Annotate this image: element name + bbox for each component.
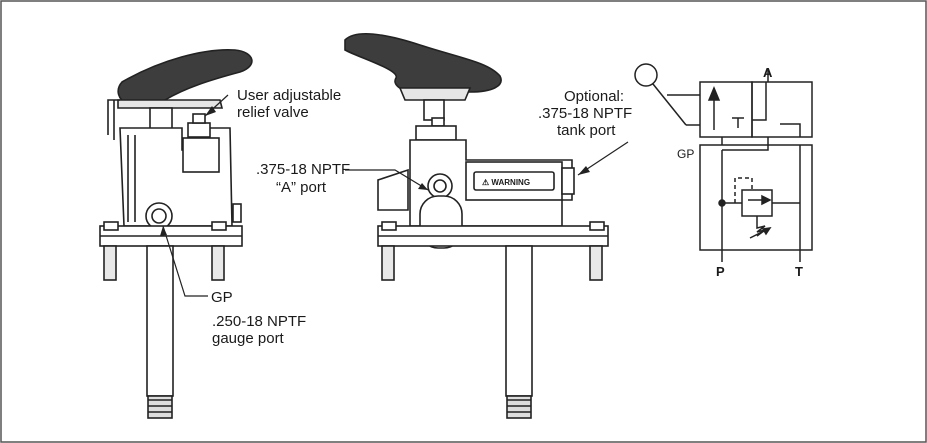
gauge-port-label-line2: gauge port (212, 330, 285, 347)
tank-port-label-line3: tank port (557, 122, 616, 139)
port-gp-label: GP (677, 147, 694, 161)
port-a-label: A (763, 65, 773, 80)
relief-valve-nut (187, 122, 211, 138)
front-handle (344, 32, 502, 95)
gp-label: GP (211, 289, 233, 306)
tank-port-label-line2: .375-18 NPTF (538, 105, 632, 122)
tank-port-nut (561, 167, 575, 195)
warning-plate-text: ⚠ WARNING (482, 178, 530, 187)
hydraulic-schematic (634, 63, 813, 262)
a-port-label-line1: .375-18 NPTF (256, 161, 350, 178)
port-p-label: P (716, 264, 725, 279)
front-view-valve (344, 32, 609, 419)
gauge-port-label-line1: .250-18 NPTF (212, 313, 306, 330)
a-port-label-line2: “A” port (276, 179, 327, 196)
leader-arrowheads (160, 106, 590, 236)
valve-box-right (751, 81, 813, 138)
side-view-valve (99, 48, 253, 419)
front-tube (505, 245, 533, 397)
port-t-label: T (795, 264, 803, 279)
tank-port-label-line1: Optional: (564, 88, 624, 105)
relief-valve-label-line1: User adjustable (237, 87, 341, 104)
side-tube (146, 245, 174, 397)
relief-valve-label-line2: relief valve (237, 104, 309, 121)
relief-box (699, 144, 813, 251)
lever-symbol (634, 63, 658, 87)
